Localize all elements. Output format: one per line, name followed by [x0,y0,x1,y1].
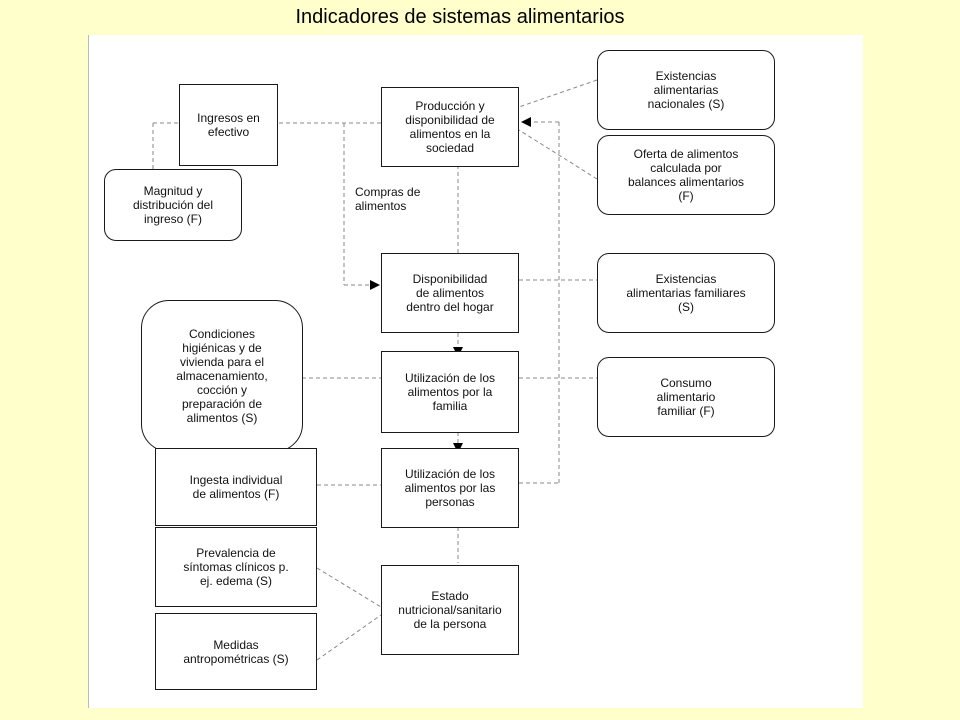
box-ingresos-efectivo: Ingresos en efectivo [179,84,278,166]
box-utilizacion-familia: Utilización de los alimentos por la fami… [381,351,519,433]
box-produccion-disponibilidad: Producción y disponibilidad de alimentos… [381,87,519,167]
box-medidas-antropometricas: Medidas antropométricas (S) [155,613,317,690]
box-magnitud-ingreso: Magnitud y distribución del ingreso (F) [104,169,242,241]
box-existencias-familiares: Existencias alimentarias familiares (S) [597,253,775,333]
connector-medidas-estado [316,614,382,661]
box-existencias-nacionales: Existencias alimentarias nacionales (S) [597,50,775,130]
page-title: Indicadores de sistemas alimentarios [295,6,625,28]
label-compras-alimentos: Compras de alimentos [355,185,421,213]
box-disponibilidad-hogar: Disponibilidad de alimentos dentro del h… [381,253,519,333]
diagram-canvas: Ingresos en efectivo Magnitud y distribu… [88,35,863,708]
box-ingesta-individual: Ingesta individual de alimentos (F) [155,448,317,526]
connector-oferta-produccion [518,129,598,180]
connector-prevalencia-estado [316,567,382,608]
connector-existencias-produccion [518,79,598,108]
box-condiciones-higienicas: Condiciones higiénicas y de vivienda par… [141,300,303,452]
box-estado-nutricional: Estado nutricional/sanitario de la perso… [381,565,519,655]
box-consumo-familiar: Consumo alimentario familiar (F) [597,357,775,437]
box-oferta-alimentos: Oferta de alimentos calculada por balanc… [597,135,775,215]
box-utilizacion-personas: Utilización de los alimentos por las per… [381,448,519,528]
box-prevalencia-sintomas: Prevalencia de síntomas clínicos p. ej. … [155,527,317,607]
